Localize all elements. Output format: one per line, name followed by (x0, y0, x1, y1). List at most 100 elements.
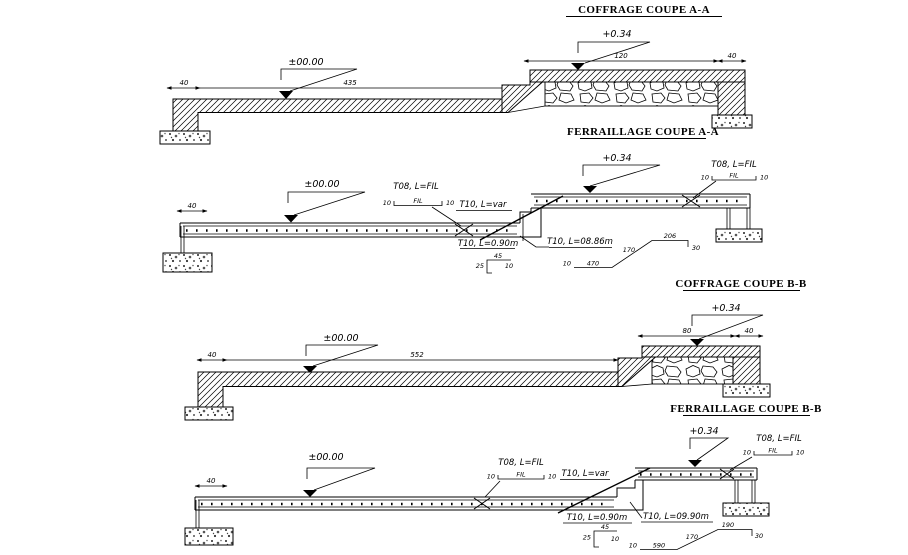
rebar-callout-t10-var: T10, L=var (456, 200, 512, 211)
fil-right: 10 (796, 449, 804, 457)
rebar-label: T08, L=FIL (711, 160, 757, 170)
fil-mid: FIL (516, 471, 526, 479)
level-mark-zero: ±00.00 (284, 179, 366, 223)
rebar-label: T08, L=FIL (498, 458, 544, 468)
hook-left: 25 (583, 534, 591, 542)
dim-435: 435 (343, 79, 357, 87)
lower-slab-rebar (179, 222, 520, 253)
inclined-bar (479, 195, 564, 241)
top-slab-hatched (641, 345, 761, 358)
section-title: FERRAILLAGE COUPE B-B (670, 403, 822, 415)
shape-lead: 10 (563, 260, 571, 268)
left-footing (184, 406, 234, 421)
rebar-label: T10, L=var (459, 200, 507, 210)
right-footing (715, 228, 763, 243)
level-value: +0.34 (602, 29, 631, 40)
lower-slab-rebar (194, 496, 617, 528)
rebar-label: T10, L=0.90m (458, 239, 518, 249)
section-coffrage-a-a: COFFRAGE COUPE A-A ±00.00 +0.34 40 435 1… (159, 4, 753, 145)
step-profile (616, 480, 644, 511)
shape-lead: 10 (629, 542, 637, 550)
concrete-profile (159, 69, 753, 145)
section-ferraillage-b-b: FERRAILLAGE COUPE B-B +0.34 ±00.00 40 (184, 403, 822, 550)
dim-40-left: 40 (188, 202, 197, 210)
rebar-callout-t08-right: T08, L=FIL 10 FIL 10 (729, 434, 804, 471)
dimension-lines: 40 435 120 40 (166, 52, 747, 90)
rubble-masonry (544, 81, 719, 107)
fil-mid: FIL (729, 172, 739, 180)
level-mark-034: +0.34 (688, 426, 730, 467)
top-slab-hatched (529, 69, 746, 83)
fil-right: 10 (548, 473, 556, 481)
level-value: ±00.00 (308, 452, 343, 463)
concrete-profile (184, 345, 771, 421)
section-title: COFFRAGE COUPE B-B (675, 278, 807, 290)
fil-mid: FIL (768, 447, 778, 455)
inclined-bar (557, 467, 651, 514)
dimension-lines: 40 552 80 40 (196, 327, 764, 362)
section-title: FERRAILLAGE COUPE A-A (567, 126, 719, 138)
section-coffrage-b-b: COFFRAGE COUPE B-B +0.34 ±00.00 40 552 8… (184, 278, 807, 421)
dim-80: 80 (683, 327, 692, 335)
hook-bottom: 10 (611, 535, 619, 543)
hook-left: 25 (476, 262, 484, 270)
right-support (715, 208, 763, 243)
bar-cross-marks (454, 194, 701, 237)
shape-bottom: 470 (587, 260, 599, 268)
left-footing (159, 130, 211, 145)
fil-right: 10 (760, 174, 768, 182)
fil-left: 10 (487, 473, 495, 481)
dim-40-left: 40 (180, 79, 189, 87)
left-footing (184, 527, 234, 546)
rebar-callout-t10-main: T10, L=08.86m 10 470 170 206 30 (519, 232, 700, 268)
rebar-label: T10, L=0.90m (567, 513, 627, 523)
level-mark-zero: ±00.00 (279, 57, 358, 99)
section-ferraillage-a-a: FERRAILLAGE COUPE A-A +0.34 ±00.00 40 (162, 126, 768, 274)
shape-end: 30 (755, 532, 763, 540)
fil-left: 10 (383, 199, 391, 207)
fil-left: 10 (743, 449, 751, 457)
rebar-callout-t10-var: T10, L=var (560, 469, 610, 480)
shape-incline: 170 (623, 246, 635, 254)
rebar-label: T10, L=09.90m (643, 512, 709, 522)
dimension-lines: 40 (176, 202, 208, 213)
right-footing (722, 383, 771, 398)
rebar-callout-t08-right: T08, L=FIL 10 FIL 10 (692, 160, 768, 199)
rebar-callout-t10-hook: T10, L=0.90m 45 25 10 (563, 513, 632, 548)
dim-40-right: 40 (728, 52, 737, 60)
raised-slab-rebar (531, 193, 751, 209)
dimension-lines: 40 (194, 477, 228, 488)
right-footing (722, 502, 770, 517)
left-footing (162, 252, 213, 273)
dim-40-left: 40 (208, 351, 217, 359)
level-value: ±00.00 (323, 333, 358, 344)
hook-bottom: 10 (505, 262, 513, 270)
fil-left: 10 (701, 174, 709, 182)
right-footing (711, 114, 753, 129)
rebar-label: T10, L=08.86m (547, 237, 613, 247)
rebar-callout-t08-left: T08, L=FIL 10 FIL 10 (383, 182, 462, 227)
shape-top: 206 (664, 232, 676, 240)
level-value: +0.34 (602, 153, 631, 164)
shape-bottom: 590 (653, 542, 665, 550)
rebar-callout-t10-main: T10, L=09.90m 10 590 170 190 30 (629, 501, 763, 550)
rebar-label: T10, L=var (561, 469, 609, 479)
level-value: ±00.00 (304, 179, 339, 190)
shape-incline: 170 (686, 533, 698, 541)
level-value: +0.34 (689, 426, 718, 437)
right-wall-hatched (717, 81, 746, 116)
bar-cross-marks (473, 468, 735, 510)
fil-right: 10 (446, 199, 454, 207)
hook-top: 45 (601, 523, 609, 531)
level-value: ±00.00 (288, 57, 323, 68)
dim-40-right: 40 (745, 327, 754, 335)
dim-552: 552 (410, 351, 424, 359)
level-mark-zero: ±00.00 (303, 452, 376, 497)
fil-mid: FIL (413, 197, 423, 205)
level-value: +0.34 (711, 303, 740, 314)
hook-top: 45 (494, 252, 502, 260)
rebar-callout-t10-hook: T10, L=0.90m 45 25 10 (458, 214, 524, 274)
raised-slab-rebar (635, 467, 758, 481)
